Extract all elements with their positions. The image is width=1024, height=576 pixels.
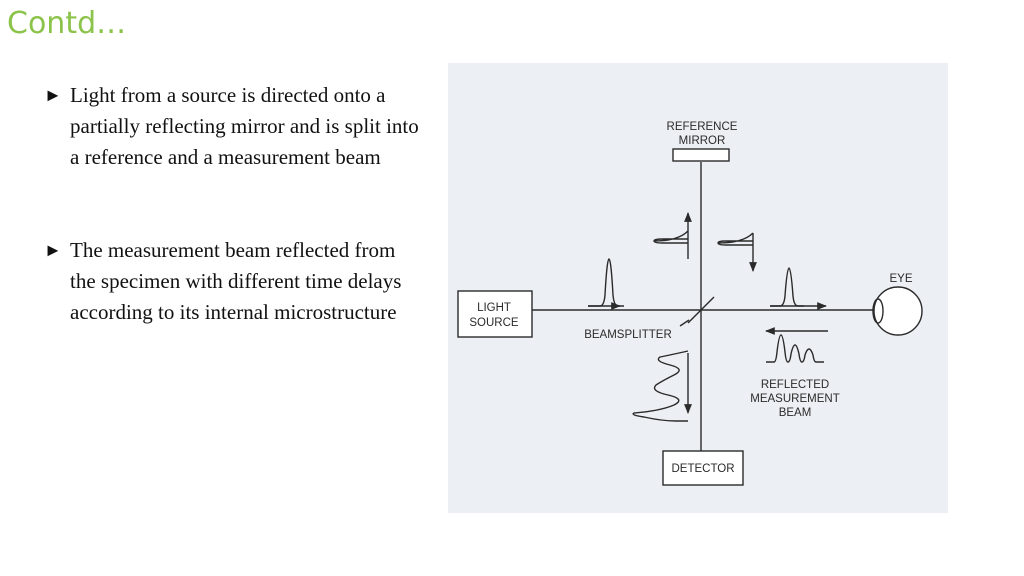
pulse-to-eye: [770, 267, 804, 307]
reflected-beam-label: MEASUREMENT: [750, 393, 839, 405]
bullet-list: ► Light from a source is directed onto a…: [44, 80, 424, 328]
pulse-reflected-train: [766, 334, 824, 363]
reflected-beam-label: BEAM: [779, 407, 812, 419]
oct-interferometer-figure: REFERENCE MIRROR LIGHT SOURCE BEAMSPLITT…: [448, 63, 948, 513]
interferometer-diagram: REFERENCE MIRROR LIGHT SOURCE BEAMSPLITT…: [457, 121, 923, 486]
bullet-item: ► Light from a source is directed onto a…: [44, 80, 424, 173]
eye-lens: [872, 298, 884, 324]
beamsplitter-mirror: [687, 296, 715, 324]
bullet-arrow-icon: ►: [44, 240, 62, 260]
pulse-detector-train: [632, 350, 689, 422]
pulse-reference-up: [653, 230, 689, 244]
beamsplitter-leader: [679, 319, 690, 327]
detector-box: [662, 450, 744, 486]
bullet-item: ► The measurement beam reflected from th…: [44, 235, 424, 328]
reference-mirror-box: [672, 148, 730, 162]
slide-title: Contd…: [7, 6, 127, 41]
reflected-beam-label: REFLECTED: [761, 379, 829, 391]
bullet-text: Light from a source is directed onto a p…: [70, 83, 419, 169]
bullet-text: The measurement beam reflected from the …: [70, 238, 402, 324]
beamsplitter-label: BEAMSPLITTER: [584, 329, 672, 341]
eye-label: EYE: [889, 273, 912, 285]
pulse-reference-down: [717, 232, 754, 246]
light-source-label: LIGHT: [477, 302, 511, 314]
reference-mirror-label: REFERENCE: [667, 121, 738, 133]
light-source-box: [457, 290, 533, 338]
reference-mirror-label: MIRROR: [679, 135, 726, 147]
light-source-label: SOURCE: [469, 317, 519, 329]
eye-icon: [873, 286, 923, 336]
detector-label: DETECTOR: [671, 463, 734, 475]
bullet-arrow-icon: ►: [44, 85, 62, 105]
pulse-source: [588, 258, 624, 307]
